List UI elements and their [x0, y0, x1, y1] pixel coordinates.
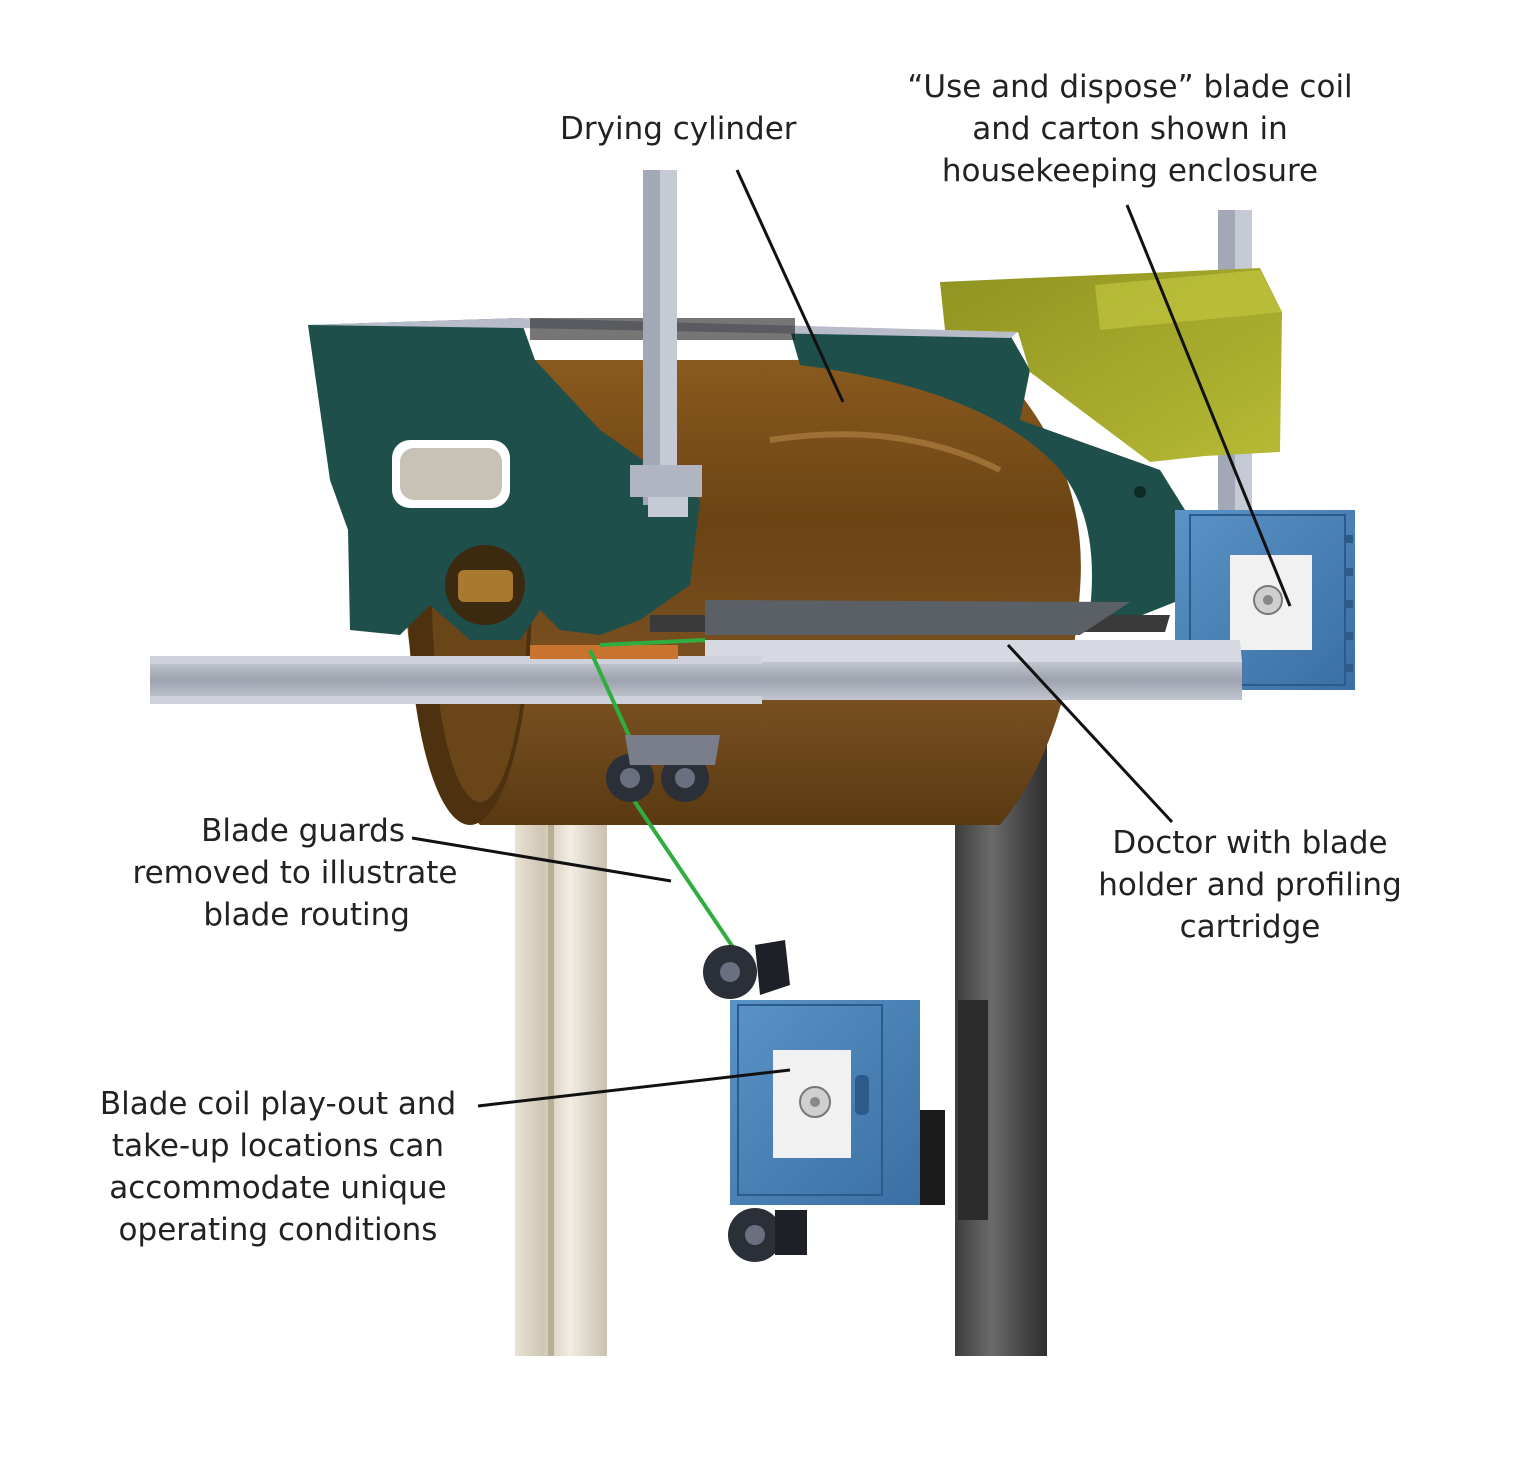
label-doctor: Doctor with blade holder and profiling c…	[1098, 825, 1402, 945]
leader-blade-coil	[477, 1068, 791, 1108]
frame	[308, 318, 1185, 640]
blade-coil-cabinet-bottom	[730, 1000, 945, 1205]
leader-drying-cylinder	[735, 169, 845, 403]
right-support-post	[955, 730, 1047, 1356]
label-blade-guards: Blade guards removed to illustrate blade…	[132, 813, 458, 933]
blade-guide-pulleys	[606, 735, 720, 802]
label-drying-cylinder: Drying cylinder	[560, 111, 797, 147]
leader-use-dispose	[1125, 204, 1292, 607]
leader-lines	[411, 169, 1292, 1108]
leader-doctor	[1006, 643, 1174, 824]
leader-blade-guards	[411, 836, 672, 883]
doctor-beam	[150, 600, 1242, 704]
take-up-pulley	[728, 1208, 807, 1262]
left-support-post	[515, 730, 607, 1356]
label-use-dispose: “Use and dispose” blade coil and carton …	[907, 69, 1353, 189]
play-out-pulley	[703, 940, 790, 999]
mount-plate	[530, 645, 678, 659]
housekeeping-enclosure	[940, 268, 1282, 462]
label-blade-coil: Blade coil play-out and take-up location…	[99, 1086, 457, 1248]
hanger-rod-left	[630, 170, 702, 517]
